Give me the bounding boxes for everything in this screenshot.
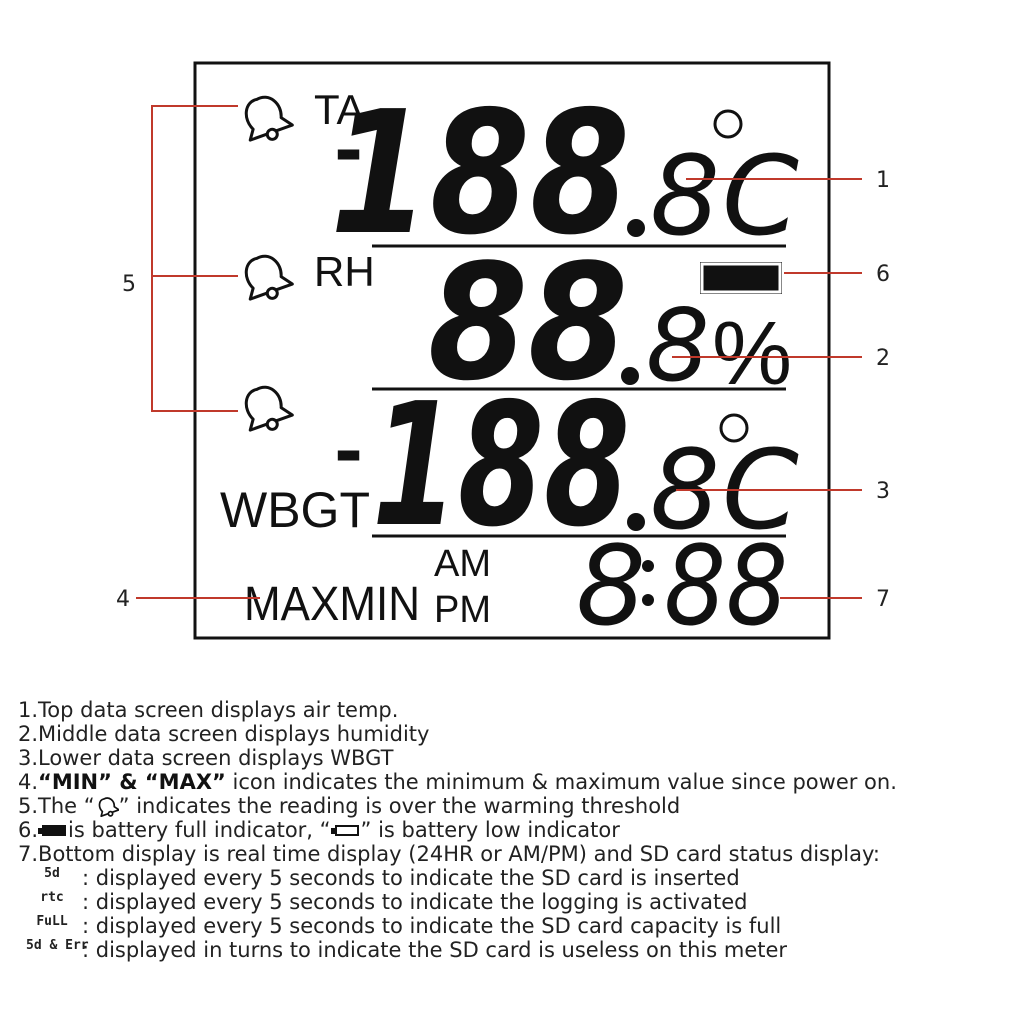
sd-status-row: rtc: displayed every 5 seconds to indica… <box>18 890 1018 914</box>
note-2: 2.Middle data screen displays humidity <box>18 722 430 746</box>
sd-code: 5d <box>44 866 60 881</box>
battery-low-icon <box>330 824 361 838</box>
lcd-diagram: TA RH WBGT MAXMIN AM PM 188 - 8 C 88 8 %… <box>116 61 890 650</box>
top-decimal-point <box>627 219 645 237</box>
note-6: 6.is battery full indicator, “” is batte… <box>18 818 620 842</box>
legend-notes: 1.Top data screen displays air temp. 2.M… <box>18 698 1018 962</box>
label-pm: PM <box>434 589 491 631</box>
middle-reading-decimal: 8 <box>646 287 710 404</box>
bottom-degree-symbol <box>719 413 749 443</box>
callout-number-2: 2 <box>876 346 890 371</box>
battery-full-icon <box>700 262 782 294</box>
sd-status-row: 5d: displayed every 5 seconds to indicat… <box>18 866 1018 890</box>
sd-code: rtc <box>40 890 64 905</box>
top-reading-digits: 188 <box>330 75 630 273</box>
clock-hours: 8 <box>576 522 646 650</box>
label-wbgt: WBGT <box>220 482 370 538</box>
callout-line-5 <box>151 105 238 412</box>
callout-number-6: 6 <box>876 262 890 287</box>
top-degree-symbol <box>713 109 743 139</box>
sd-status-row: FuLL: displayed every 5 seconds to indic… <box>18 914 1018 938</box>
callout-number-7: 7 <box>876 587 890 612</box>
callout-number-3: 3 <box>876 479 890 504</box>
middle-reading-unit: % <box>712 304 792 404</box>
bottom-decimal-point <box>627 513 645 531</box>
note-5: 5.The “” indicates the reading is over t… <box>18 794 681 818</box>
battery-full-icon <box>38 824 68 838</box>
middle-decimal-point <box>621 367 639 385</box>
bottom-reading-sign: - <box>334 411 363 493</box>
top-reading-unit: C <box>722 132 799 260</box>
clock-colon-dot <box>642 594 654 606</box>
sd-code: 5d & Err <box>26 938 89 953</box>
label-am: AM <box>434 543 491 585</box>
lcd-frame <box>193 61 831 640</box>
callout-lines <box>136 105 862 599</box>
sd-code: FuLL <box>36 914 68 929</box>
note-1: 1.Top data screen displays air temp. <box>18 698 399 722</box>
callout-number-4: 4 <box>116 587 130 612</box>
label-maxmin: MAXMIN <box>244 578 420 631</box>
label-rh: RH <box>314 248 375 295</box>
clock-minutes: 88 <box>664 522 788 650</box>
note-4: 4.“MIN” & “MAX” icon indicates the minim… <box>18 770 897 794</box>
sd-status-row: 5d & Err: displayed in turns to indicate… <box>26 938 788 962</box>
bell-icon <box>98 797 119 817</box>
label-ta: TA <box>314 86 365 133</box>
note-7: 7.Bottom display is real time display (2… <box>18 842 880 866</box>
middle-reading-digits: 88 <box>428 229 628 416</box>
callout-number-1: 1 <box>876 168 890 193</box>
top-reading-sign: - <box>334 110 363 192</box>
top-reading-decimal: 8 <box>650 132 720 260</box>
clock-colon-dot <box>642 560 654 572</box>
callout-number-5: 5 <box>122 272 136 297</box>
note-3: 3.Lower data screen displays WBGT <box>18 746 394 770</box>
bottom-reading-digits: 188 <box>372 367 630 565</box>
